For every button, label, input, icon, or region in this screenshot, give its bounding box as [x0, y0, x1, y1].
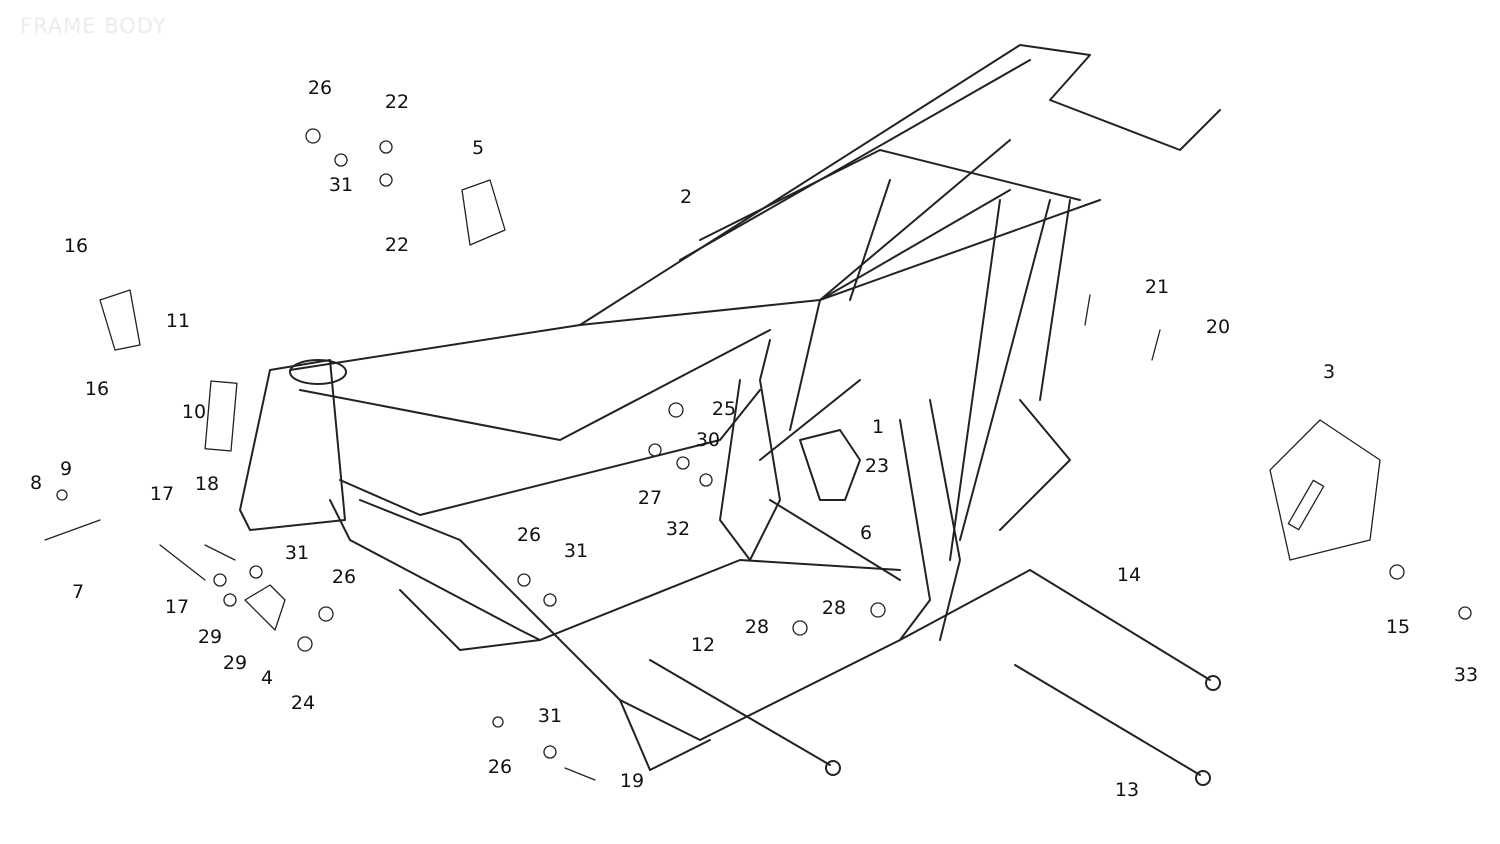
part-callout-9: 9: [59, 458, 73, 480]
part-callout-31: 31: [563, 540, 589, 562]
part-callout-26: 26: [516, 524, 542, 546]
part-callout-10: 10: [181, 401, 207, 423]
part-callout-6: 6: [859, 522, 873, 544]
part-callout-33: 33: [1453, 664, 1479, 686]
part-callout-31: 31: [284, 542, 310, 564]
part-callout-29: 29: [197, 626, 223, 648]
part-callout-26: 26: [307, 77, 333, 99]
part-callout-25: 25: [711, 398, 737, 420]
part-callout-22: 22: [384, 234, 410, 256]
part-callout-4: 4: [260, 667, 274, 689]
part-callout-17: 17: [149, 483, 175, 505]
part-callout-30: 30: [695, 429, 721, 451]
part-callout-2: 2: [679, 186, 693, 208]
part-callout-23: 23: [864, 455, 890, 477]
part-callout-3: 3: [1322, 361, 1336, 383]
part-callout-8: 8: [29, 472, 43, 494]
part-callout-28: 28: [744, 616, 770, 638]
part-callout-17: 17: [164, 596, 190, 618]
part-callout-32: 32: [665, 518, 691, 540]
part-callout-26: 26: [487, 756, 513, 778]
part-callout-21: 21: [1144, 276, 1170, 298]
part-callout-29: 29: [222, 652, 248, 674]
part-callout-5: 5: [471, 137, 485, 159]
part-callout-14: 14: [1116, 564, 1142, 586]
part-callout-20: 20: [1205, 316, 1231, 338]
diagram-title: FRAME BODY: [20, 14, 167, 38]
part-callout-26: 26: [331, 566, 357, 588]
part-callout-15: 15: [1385, 616, 1411, 638]
part-callout-22: 22: [384, 91, 410, 113]
part-callout-27: 27: [637, 487, 663, 509]
part-callout-28: 28: [821, 597, 847, 619]
part-callout-7: 7: [71, 581, 85, 603]
part-callout-31: 31: [328, 174, 354, 196]
part-callout-31: 31: [537, 705, 563, 727]
part-callout-18: 18: [194, 473, 220, 495]
part-callout-11: 11: [165, 310, 191, 332]
part-callout-16: 16: [63, 235, 89, 257]
part-callout-19: 19: [619, 770, 645, 792]
part-callout-1: 1: [871, 416, 885, 438]
frame-body: [44, 44, 1472, 786]
part-callout-12: 12: [690, 634, 716, 656]
part-callout-16: 16: [84, 378, 110, 400]
part-callout-24: 24: [290, 692, 316, 714]
part-callout-13: 13: [1114, 779, 1140, 801]
